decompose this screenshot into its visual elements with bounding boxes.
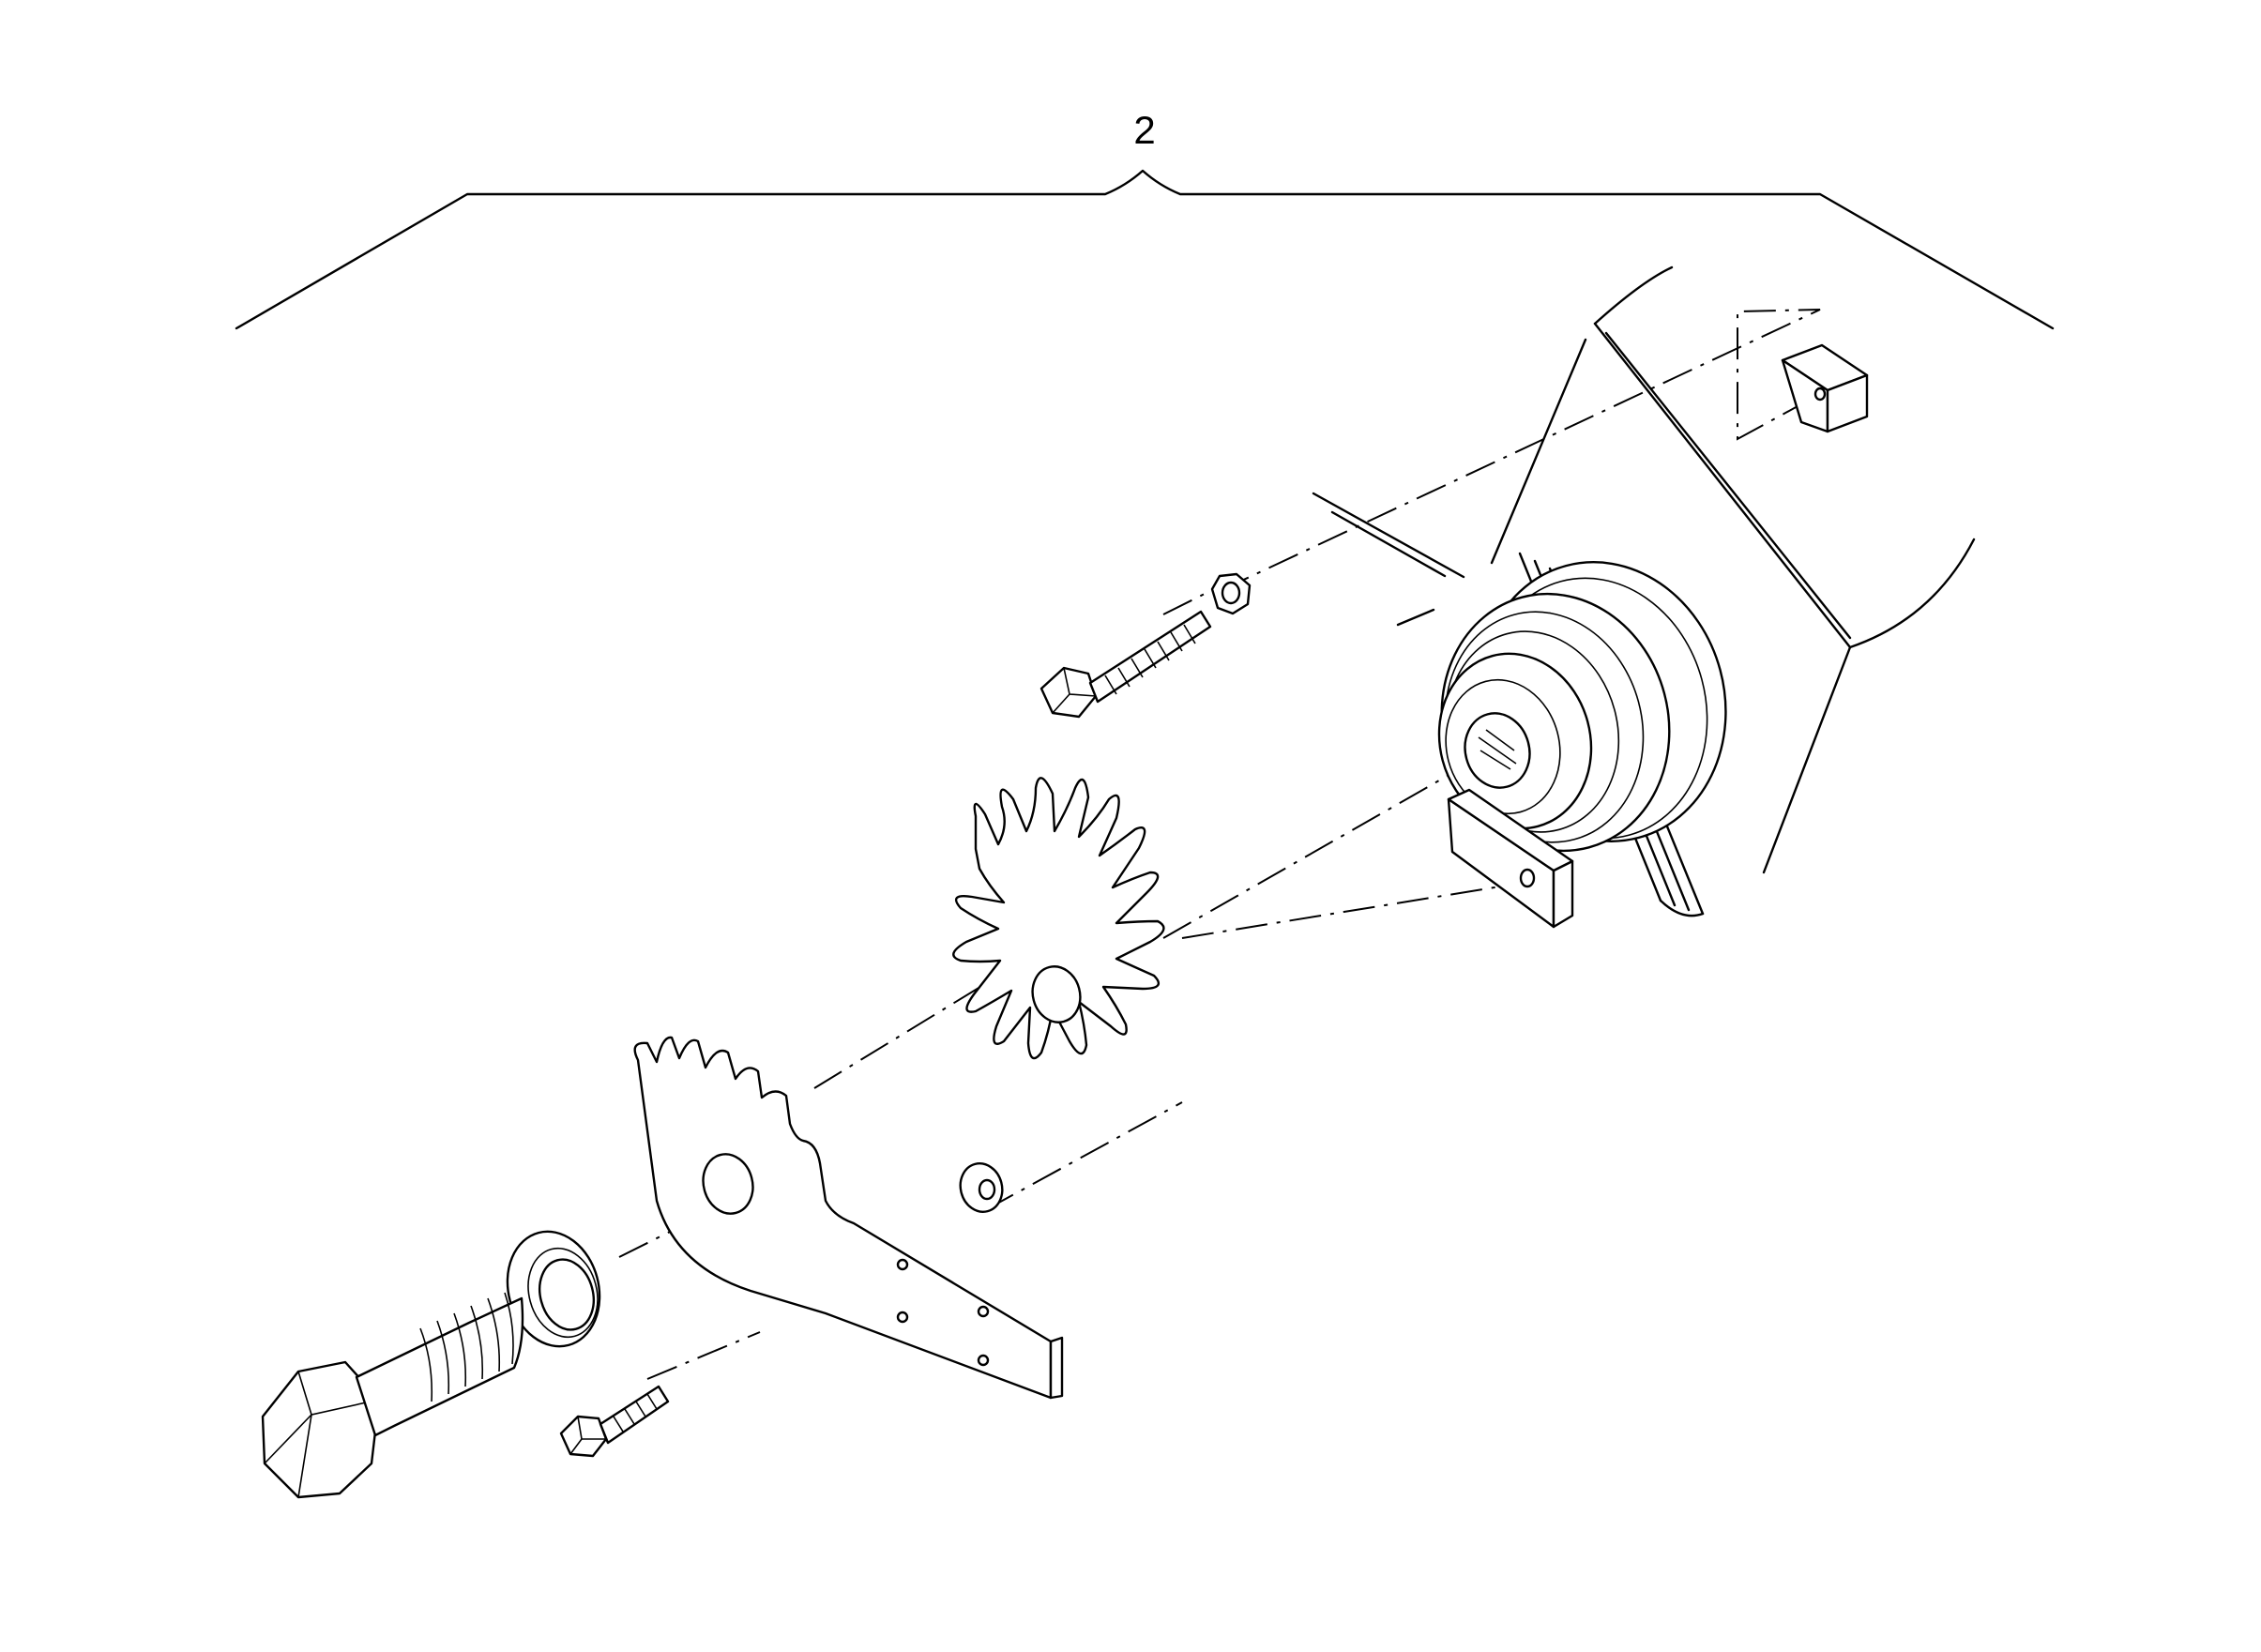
- small-bolt: [559, 1385, 670, 1458]
- large-washer: [506, 1230, 601, 1348]
- assembly-bracket: [235, 169, 2055, 330]
- star-wheel: [952, 777, 1165, 1060]
- long-bolt: [1039, 610, 1212, 719]
- assembly-callout-number: 2: [1133, 108, 1156, 152]
- pulley-hub: [1437, 561, 1727, 853]
- mounting-bracket: [1447, 788, 1574, 929]
- small-washer: [959, 1162, 1004, 1213]
- hex-nut: [1210, 572, 1252, 615]
- square-nut: [1781, 343, 1869, 433]
- arm-plate: [633, 1036, 1064, 1400]
- large-hex-bolt: [261, 1292, 524, 1499]
